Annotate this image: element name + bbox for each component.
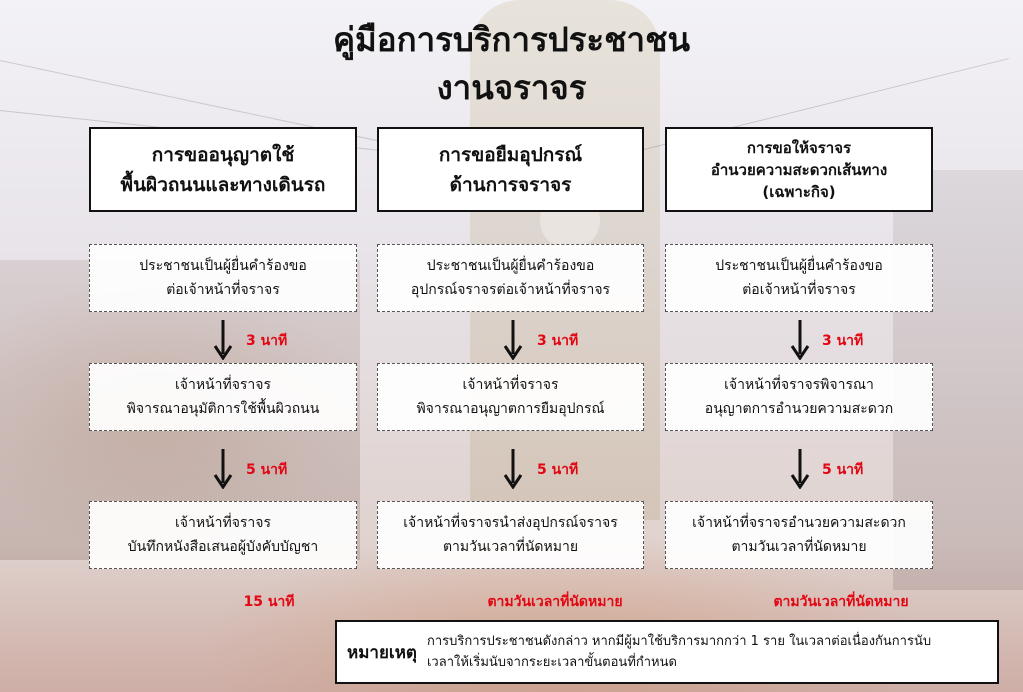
step-line: เจ้าหน้าที่จราจรอำนวยความสะดวก [692, 515, 906, 531]
page-subtitle: งานจราจร [436, 68, 587, 107]
duration-label: 3 นาที [822, 333, 864, 349]
note-line: เวลาให้เริ่มนับจากระยะเวลาขั้นตอนที่กำหน… [426, 655, 677, 670]
duration-label: 3 นาที [246, 333, 288, 349]
note-text: การบริการประชาชนดังกล่าว หากมีผู้มาใช้บร… [427, 631, 939, 673]
total-time: ตามวันเวลาที่นัดหมาย [773, 594, 909, 610]
down-arrow-icon [503, 320, 523, 360]
step-line: ตามวันเวลาที่นัดหมาย [442, 539, 579, 555]
step-line: อนุญาตการอำนวยความสะดวก [704, 401, 894, 417]
duration-label: 3 นาที [537, 333, 579, 349]
step-line: อุปกรณ์จราจรต่อเจ้าหน้าที่จราจร [410, 282, 611, 298]
down-arrow-icon [790, 449, 810, 489]
step-line: ตามวันเวลาที่นัดหมาย [731, 539, 867, 555]
down-arrow-icon [213, 449, 233, 489]
step-line: ต่อเจ้าหน้าที่จราจร [742, 282, 856, 298]
heading-line: การขอยืมอุปกรณ์ [438, 143, 583, 166]
note-label: หมายเหตุ [347, 642, 417, 663]
step-line: เจ้าหน้าที่จราจร [174, 515, 272, 531]
note-line: การบริการประชาชนดังกล่าว หากมีผู้มาใช้บร… [426, 634, 932, 649]
step-line: ประชาชนเป็นผู้ยื่นคำร้องขอ [715, 258, 883, 274]
column-heading-road-permit: การขออนุญาตใช้ พื้นผิวถนนและทางเดินรถ [89, 127, 357, 212]
down-arrow-icon [790, 320, 810, 360]
heading-line: ด้านการจราจร [449, 173, 572, 196]
step-line: ต่อเจ้าหน้าที่จราจร [166, 282, 280, 298]
step-box: ประชาชนเป็นผู้ยื่นคำร้องขอ ต่อเจ้าหน้าที… [665, 244, 933, 312]
step-box: เจ้าหน้าที่จราจรพิจารณา อนุญาตการอำนวยคว… [665, 363, 933, 431]
duration-label: 5 นาที [822, 462, 864, 478]
step-line: เจ้าหน้าที่จราจร [174, 377, 272, 393]
step-box: เจ้าหน้าที่จราจรนำส่งอุปกรณ์จราจร ตามวัน… [377, 501, 644, 569]
duration-label: 5 นาที [246, 462, 288, 478]
total-time: 15 นาที [243, 594, 295, 610]
column-heading-traffic-escort: การขอให้จราจร อำนวยความสะดวกเส้นทาง (เฉพ… [665, 127, 933, 212]
heading-line: การขอให้จราจร [746, 138, 852, 157]
step-line: เจ้าหน้าที่จราจรพิจารณา [724, 377, 874, 393]
step-box: เจ้าหน้าที่จราจรอำนวยความสะดวก ตามวันเวล… [665, 501, 933, 569]
down-arrow-icon [503, 449, 523, 489]
note-box: หมายเหตุ การบริการประชาชนดังกล่าว หากมีผ… [335, 620, 999, 684]
heading-line: อำนวยความสะดวกเส้นทาง [710, 160, 888, 179]
column-heading-equipment-loan: การขอยืมอุปกรณ์ ด้านการจราจร [377, 127, 644, 212]
step-line: เจ้าหน้าที่จราจร [462, 377, 559, 393]
down-arrow-icon [213, 320, 233, 360]
step-line: ประชาชนเป็นผู้ยื่นคำร้องขอ [426, 258, 595, 274]
duration-label: 5 นาที [537, 462, 579, 478]
total-time: ตามวันเวลาที่นัดหมาย [487, 594, 623, 610]
step-box: ประชาชนเป็นผู้ยื่นคำร้องขอ ต่อเจ้าหน้าที… [89, 244, 357, 312]
step-line: พิจารณาอนุญาตการยืมอุปกรณ์ [416, 401, 605, 417]
heading-line: พื้นผิวถนนและทางเดินรถ [120, 173, 326, 196]
step-box: เจ้าหน้าที่จราจร บันทึกหนังสือเสนอผู้บัง… [89, 501, 357, 569]
step-line: เจ้าหน้าที่จราจรนำส่งอุปกรณ์จราจร [403, 515, 618, 531]
step-box: เจ้าหน้าที่จราจร พิจารณาอนุญาตการยืมอุปก… [377, 363, 644, 431]
step-line: ประชาชนเป็นผู้ยื่นคำร้องขอ [139, 258, 307, 274]
step-box: เจ้าหน้าที่จราจร พิจารณาอนุมัติการใช้พื้… [89, 363, 357, 431]
step-box: ประชาชนเป็นผู้ยื่นคำร้องขอ อุปกรณ์จราจรต… [377, 244, 644, 312]
heading-line: การขออนุญาตใช้ [151, 143, 295, 166]
heading-line: (เฉพาะกิจ) [762, 182, 836, 201]
step-line: บันทึกหนังสือเสนอผู้บังคับบัญชา [127, 539, 319, 555]
page-title: คู่มือการบริการประชาชน [332, 20, 691, 59]
step-line: พิจารณาอนุมัติการใช้พื้นผิวถนน [126, 401, 320, 417]
